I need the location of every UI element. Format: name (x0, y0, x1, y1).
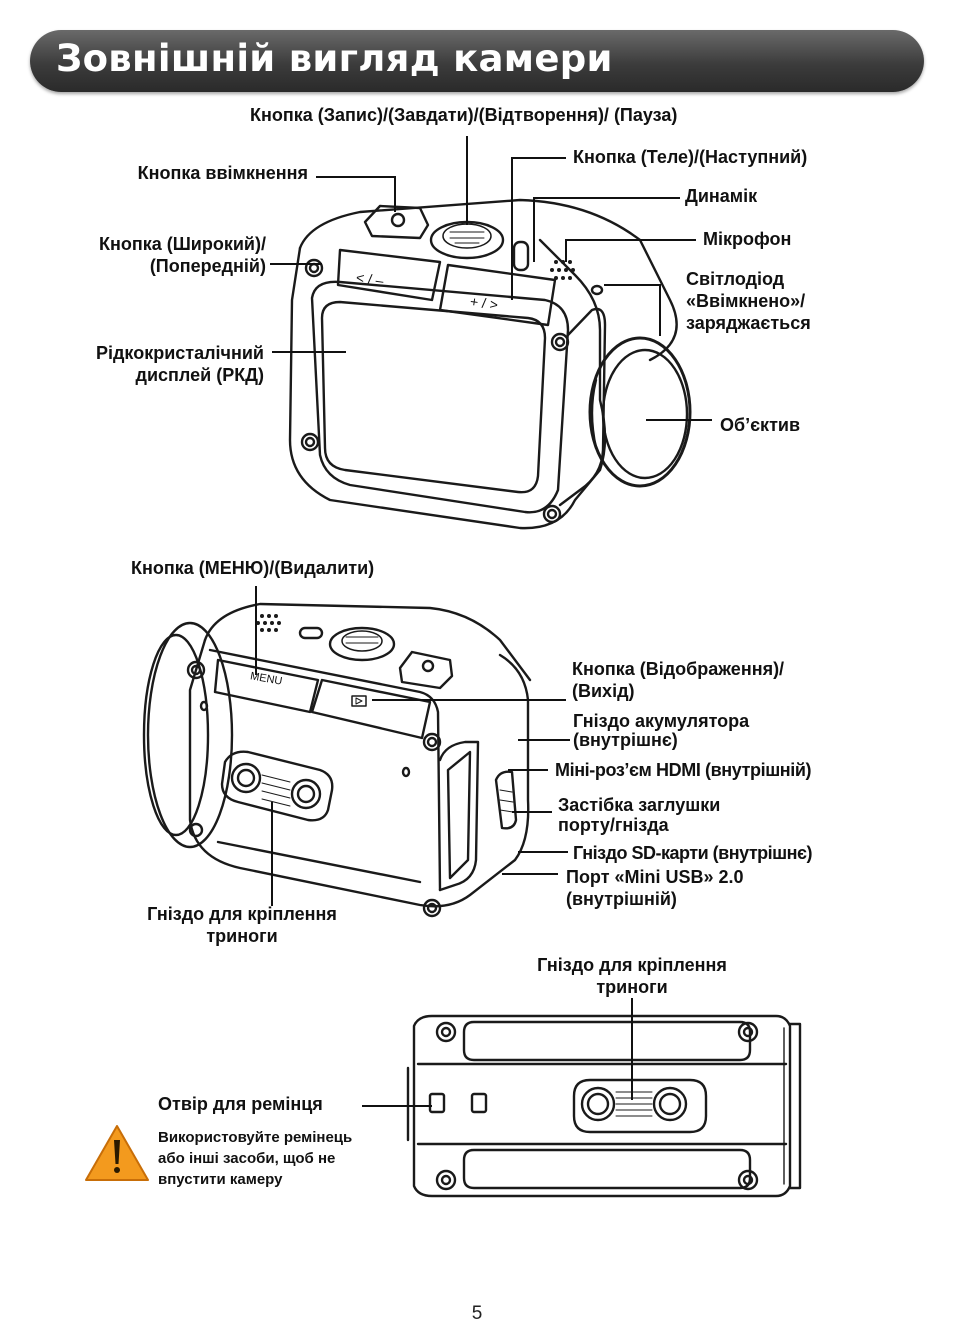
page-number: 5 (471, 1303, 483, 1324)
camera-bottom-illustration (406, 1014, 802, 1198)
callout-lines (255, 136, 712, 1107)
lcd-label: Рідкокристалічний дисплей (РКД) (96, 343, 264, 385)
hdmi-label: Міні-роз’єм HDMI (внутрішній) (555, 760, 812, 780)
camera-front-illustration (288, 198, 692, 530)
bottom-tripod-label: Гніздо для кріплення триноги (537, 955, 727, 997)
display-button-label: Кнопка (Відображення)/ (Вихід) (572, 659, 785, 701)
tripod-mount-label: Гніздо для кріплення триноги (147, 904, 337, 946)
strap-hole-label: Отвір для ремінця (158, 1094, 323, 1114)
section-header: Зовнішній вигляд камери (30, 30, 924, 92)
record-button-label: Кнопка (Запис)/(Завдати)/(Відтворення)/ … (250, 105, 678, 125)
wide-key-marks: < / – (355, 269, 385, 289)
speaker-label: Динамік (685, 186, 758, 206)
warning-text: Використовуйте ремінець або інші засоби,… (158, 1129, 353, 1188)
warning-icon (85, 1125, 149, 1181)
tele-button-label: Кнопка (Теле)/(Наступний) (573, 147, 808, 167)
led-label: Світлодіод «Ввімкнено»/ заряджається (686, 269, 811, 333)
usb-port-label: Порт «Mini USB» 2.0 (внутрішній) (566, 867, 744, 909)
latch-label: Застібка заглушки порту/гнізда (558, 795, 721, 835)
microphone-label: Мікрофон (703, 229, 792, 249)
battery-slot-label: Гніздо акумулятора (внутрішнє) (573, 711, 750, 750)
page-title: Зовнішній вигляд камери (56, 37, 613, 80)
camera-back-illustration (142, 602, 532, 918)
tele-key-marks: + / > (469, 293, 500, 313)
lens-label: Об’єктив (720, 415, 801, 435)
menu-button-label: Кнопка (МЕНЮ)/(Видалити) (131, 558, 375, 578)
sd-slot-label: Гніздо SD-карти (внутрішнє) (573, 843, 812, 863)
power-button-label: Кнопка ввімкнення (137, 163, 308, 183)
wide-button-label: Кнопка (Широкий)/ (Попередній) (98, 234, 266, 276)
